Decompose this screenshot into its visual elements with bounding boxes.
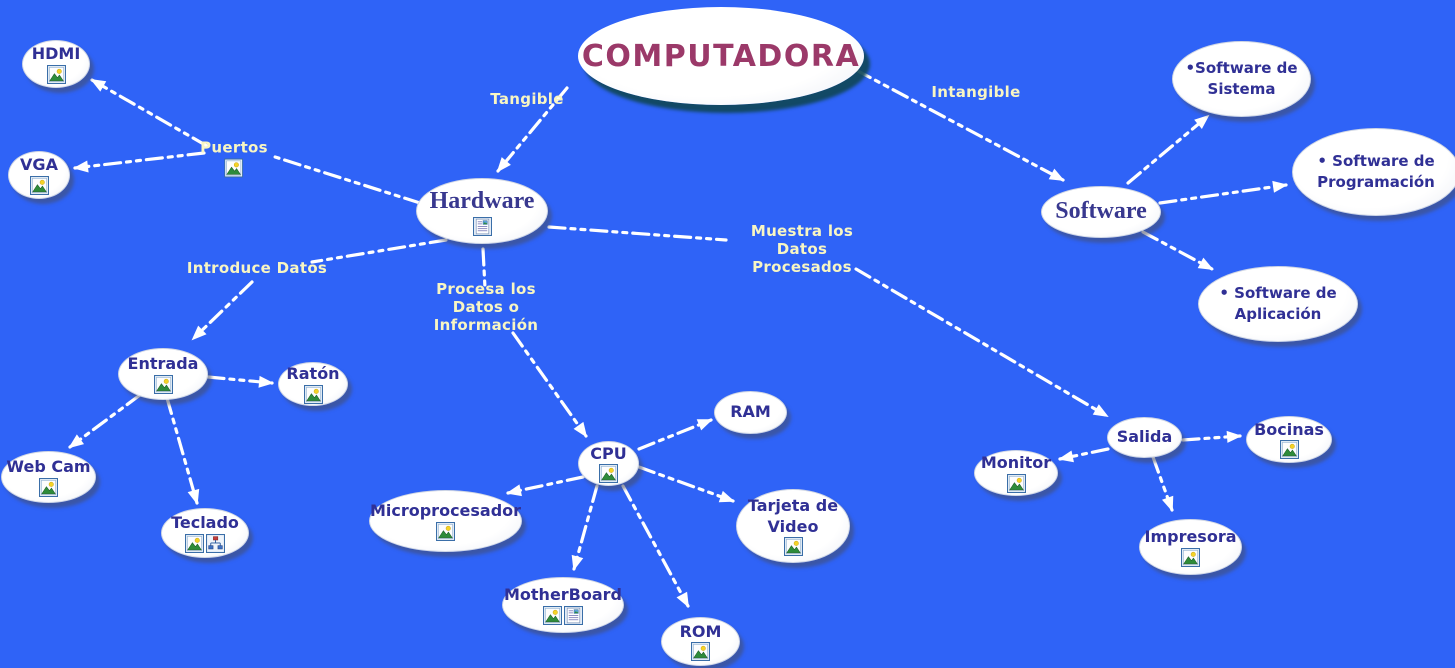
image-attachment-icon[interactable]	[185, 534, 204, 553]
node-raton-label: Ratón	[286, 364, 340, 384]
document-image-attachment-icon[interactable]	[473, 217, 492, 236]
node-impresora-label: Impresora	[1144, 527, 1237, 547]
node-vga-label: VGA	[20, 155, 58, 175]
edge-muestra-salida	[854, 267, 1109, 418]
image-attachment-icon[interactable]	[436, 522, 455, 541]
node-software-sistema-label: •Software de Sistema	[1185, 59, 1298, 98]
node-software[interactable]: Software	[1041, 186, 1161, 238]
edge-entrada-raton	[206, 375, 274, 388]
node-monitor-label: Monitor	[980, 453, 1052, 473]
edge-label-puertos[interactable]: Puertos	[200, 139, 268, 178]
edge-label-intangible[interactable]: Intangible	[931, 83, 1021, 101]
edge-salida-monitor	[1058, 447, 1110, 463]
image-attachment-icon[interactable]	[784, 537, 803, 556]
edge-salida-impresora	[1151, 455, 1174, 512]
document-image-attachment-icon[interactable]	[564, 606, 583, 625]
edge-label-introduce-datos[interactable]: Introduce Datos	[186, 259, 328, 277]
node-cpu[interactable]: CPU	[578, 441, 639, 486]
node-teclado-label: Teclado	[171, 513, 239, 533]
node-software-label: Software	[1055, 198, 1147, 225]
image-attachment-icon[interactable]	[225, 159, 244, 178]
image-attachment-icon[interactable]	[599, 464, 618, 483]
image-attachment-icon[interactable]	[47, 65, 66, 84]
edge-label-muestra-los-datos[interactable]: Muestra los Datos Procesados	[750, 222, 854, 276]
edge-cpu-rom	[621, 484, 690, 608]
image-attachment-icon[interactable]	[304, 385, 323, 404]
edge-cpu-motherboard	[571, 484, 599, 571]
node-rom[interactable]: ROM	[661, 617, 740, 666]
node-raton[interactable]: Ratón	[278, 362, 348, 406]
node-cpu-label: CPU	[590, 443, 627, 463]
node-rom-label: ROM	[679, 621, 722, 641]
edge-introduce-entrada	[191, 280, 254, 341]
image-attachment-icon[interactable]	[1181, 548, 1200, 567]
image-attachment-icon[interactable]	[691, 642, 710, 661]
edge-entrada-teclado	[165, 396, 200, 505]
node-motherboard-label: MotherBoard	[503, 585, 623, 605]
edge-procesa-cpu	[511, 331, 588, 438]
node-web-cam-label: Web Cam	[6, 457, 91, 477]
node-entrada-label: Entrada	[127, 354, 199, 374]
node-entrada[interactable]: Entrada	[118, 348, 208, 400]
node-salida[interactable]: Salida	[1107, 417, 1182, 458]
edge-label-tangible[interactable]: Tangible	[490, 90, 564, 108]
node-vga[interactable]: VGA	[8, 151, 70, 199]
node-software-sistema[interactable]: •Software de Sistema	[1172, 41, 1311, 117]
image-attachment-icon[interactable]	[30, 176, 49, 195]
edge-hardware-introduce	[310, 238, 448, 264]
edge-software-programacion	[1158, 180, 1288, 205]
edge-salida-bocinas	[1181, 430, 1242, 443]
edge-cpu-ram	[637, 418, 713, 451]
node-ram[interactable]: RAM	[714, 391, 787, 434]
edge-software-sistema	[1126, 114, 1210, 185]
node-monitor[interactable]: Monitor	[974, 450, 1058, 496]
node-computadora[interactable]: COMPUTADORA	[578, 7, 864, 105]
image-attachment-icon[interactable]	[154, 375, 173, 394]
edge-entrada-webcam	[68, 393, 142, 449]
node-software-aplicacion[interactable]: • Software de Aplicación	[1198, 266, 1358, 342]
node-tarjeta-de-video[interactable]: Tarjeta de Video	[736, 489, 850, 563]
node-bocinas-label: Bocinas	[1254, 419, 1324, 439]
edge-label-procesa-los-datos[interactable]: Procesa los Datos o Información	[433, 280, 539, 334]
node-teclado[interactable]: Teclado	[161, 508, 249, 558]
node-hdmi[interactable]: HDMI	[22, 40, 90, 88]
node-impresora[interactable]: Impresora	[1139, 519, 1242, 575]
node-software-aplicacion-label: • Software de Aplicación	[1219, 284, 1337, 323]
hierarchy-attachment-icon[interactable]	[206, 534, 225, 553]
edge-label-puertos-text: Puertos	[200, 138, 268, 157]
edge-cpu-microprocesador	[506, 475, 585, 497]
image-attachment-icon[interactable]	[39, 478, 58, 497]
node-microprocesador[interactable]: Microprocesador	[369, 490, 522, 552]
node-hdmi-label: HDMI	[31, 44, 81, 64]
node-software-programacion-label: • Software de Programación	[1317, 152, 1435, 191]
node-salida-label: Salida	[1116, 427, 1173, 447]
edge-hardware-puertos	[270, 154, 422, 205]
image-attachment-icon[interactable]	[1280, 440, 1299, 459]
image-attachment-icon[interactable]	[1007, 474, 1026, 493]
image-attachment-icon[interactable]	[543, 606, 562, 625]
node-ram-label: RAM	[730, 402, 771, 422]
edge-puertos-vga	[73, 151, 206, 173]
node-hardware-label: Hardware	[429, 187, 535, 214]
node-tarjeta-de-video-label: Tarjeta de Video	[747, 495, 839, 536]
node-computadora-label: COMPUTADORA	[581, 38, 861, 74]
edge-puertos-hdmi	[90, 78, 209, 148]
edge-hardware-muestra	[547, 225, 728, 242]
node-software-programacion[interactable]: • Software de Programación	[1292, 128, 1455, 216]
node-web-cam[interactable]: Web Cam	[1, 451, 96, 503]
node-microprocesador-label: Microprocesador	[369, 501, 522, 521]
node-hardware[interactable]: Hardware	[416, 178, 548, 244]
edge-cpu-tarjeta	[637, 465, 735, 503]
edge-software-aplicacion	[1141, 230, 1214, 271]
node-motherboard[interactable]: MotherBoard	[502, 577, 624, 633]
node-bocinas[interactable]: Bocinas	[1246, 416, 1332, 463]
